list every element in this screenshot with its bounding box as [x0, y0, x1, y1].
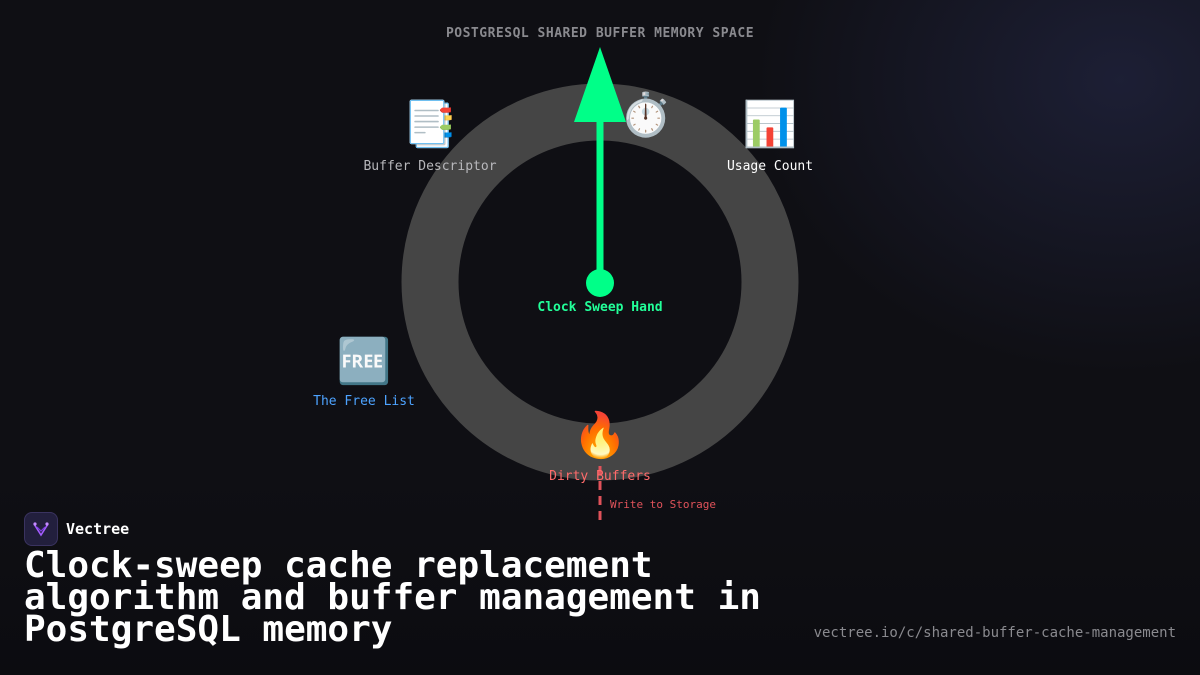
vectree-logo-icon [24, 512, 58, 546]
free-list-label: The Free List [313, 394, 415, 409]
brand-name: Vectree [66, 520, 130, 538]
source-url: vectree.io/c/shared-buffer-cache-managem… [813, 625, 1176, 641]
write-to-storage-label: Write to Storage [610, 498, 716, 511]
page-headline: Clock-sweep cache replacement algorithm … [24, 545, 761, 650]
usage-count-label: Usage Count [726, 159, 814, 174]
free-button-icon: 🆓 [336, 336, 392, 387]
dirty-buffers-label: Dirty Buffers [549, 469, 651, 484]
diagram-title: POSTGRESQL SHARED BUFFER MEMORY SPACE [445, 26, 755, 41]
clock-hand-pivot [586, 269, 614, 297]
stopwatch-icon: ⏱️ [619, 90, 673, 139]
brand: Vectree [24, 512, 129, 546]
clock-hand-arrowhead [574, 47, 626, 122]
buffer-descriptor-label: Buffer Descriptor [363, 159, 497, 174]
bar-chart-icon: 📊 [742, 99, 798, 150]
clock-sweep-hand-label: Clock Sweep Hand [537, 300, 663, 315]
bookmark-tabs-icon: 📑 [402, 99, 458, 150]
fire-icon: 🔥 [572, 410, 628, 461]
